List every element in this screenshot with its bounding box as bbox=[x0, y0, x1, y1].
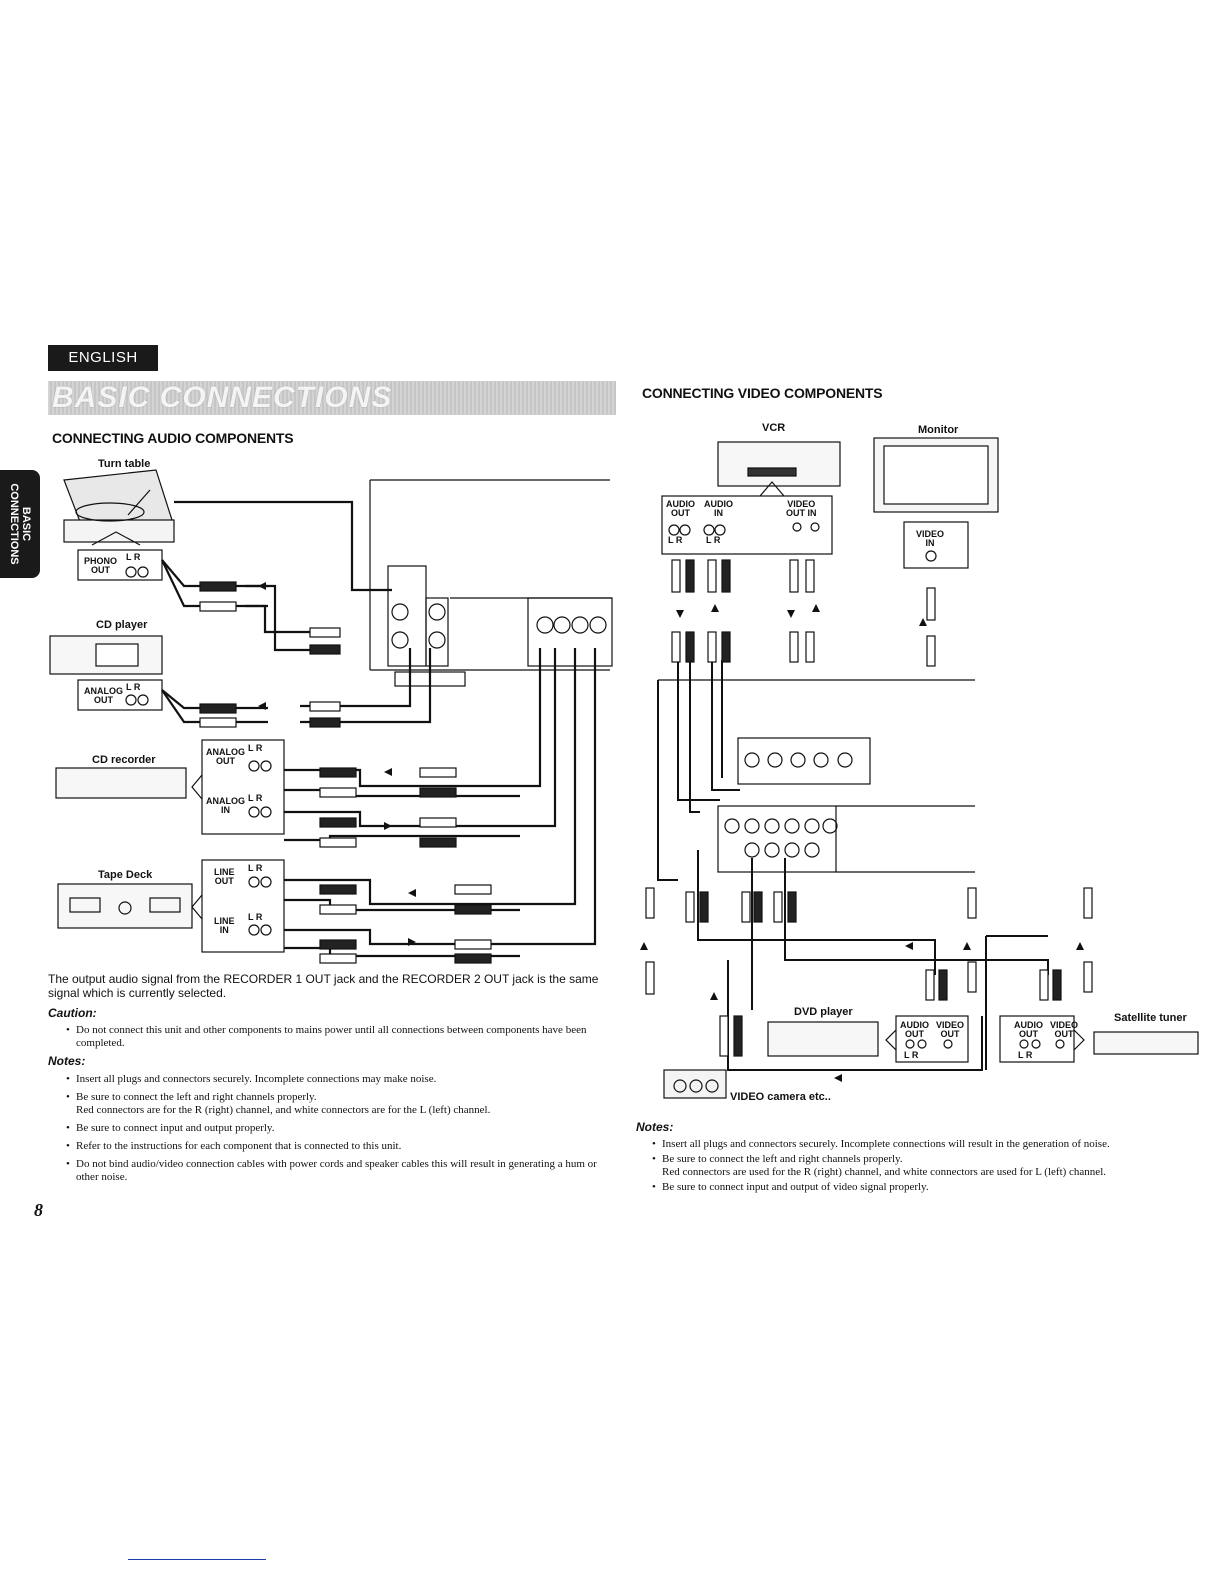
audio-note-item: Refer to the instructions for each compo… bbox=[66, 1140, 616, 1153]
amplifier-rear-panel bbox=[369, 479, 613, 687]
video-notes-list: Insert all plugs and connectors securely… bbox=[636, 1138, 1196, 1196]
video-note-item: Be sure to connect the left and right ch… bbox=[652, 1153, 1196, 1179]
dvd-player-illustration bbox=[767, 1021, 879, 1057]
video-cables bbox=[657, 660, 1049, 1071]
tape-deck-label: Tape Deck bbox=[98, 869, 153, 881]
satellite-tuner-label: Satellite tuner bbox=[1114, 1012, 1187, 1024]
video-notes-heading: Notes: bbox=[636, 1120, 674, 1134]
audio-notes-heading: Notes: bbox=[48, 1054, 86, 1068]
vcr-jack-box bbox=[661, 495, 833, 555]
vcr-audio-out-label: AUDIO OUT bbox=[666, 499, 695, 518]
analog-out-box bbox=[77, 679, 163, 711]
video-note-item: Be sure to connect input and output of v… bbox=[652, 1181, 1196, 1194]
monitor-label: Monitor bbox=[918, 424, 959, 436]
dvd-player-label: DVD player bbox=[794, 1006, 853, 1018]
phono-out-label: PHONO OUT bbox=[84, 556, 118, 575]
cd-recorder-label: CD recorder bbox=[92, 754, 156, 766]
tape-out-lr-label: L R bbox=[248, 863, 263, 873]
page-number: 8 bbox=[34, 1200, 43, 1220]
phono-lr-label: L R bbox=[126, 552, 141, 562]
turntable-illustration bbox=[63, 469, 175, 543]
audio-note-item: Be sure to connect input and output prop… bbox=[66, 1122, 616, 1135]
tape-line-out-label: LINE OUT bbox=[214, 867, 235, 886]
caution-list: Do not connect this unit and other compo… bbox=[48, 1024, 616, 1052]
cd-recorder-illustration bbox=[55, 767, 187, 799]
cd-recorder-jack-box bbox=[201, 739, 285, 835]
audio-heading: CONNECTING AUDIO COMPONENTS bbox=[52, 430, 294, 446]
cd-recorder-out-lr-label: L R bbox=[248, 743, 263, 753]
receiver-video-jacks bbox=[724, 752, 853, 858]
video-camera-jack-box bbox=[663, 1069, 727, 1099]
vcr-audio-out-lr-label: L R bbox=[668, 535, 683, 545]
monitor-video-in-label: VIDEO IN bbox=[916, 529, 945, 548]
device-audio-jacks bbox=[125, 566, 272, 936]
caution-heading: Caution: bbox=[48, 1006, 97, 1020]
vcr-illustration bbox=[717, 441, 841, 487]
turntable-label: Turn table bbox=[98, 458, 151, 470]
footer-rule bbox=[128, 1559, 266, 1560]
video-note-item: Insert all plugs and connectors securely… bbox=[652, 1138, 1196, 1151]
dvd-audio-out-label: AUDIO OUT bbox=[900, 1020, 929, 1039]
dvd-video-out-label: VIDEO OUT bbox=[936, 1020, 965, 1039]
vcr-audio-in-lr-label: L R bbox=[706, 535, 721, 545]
cd-player-label: CD player bbox=[96, 619, 148, 631]
side-tab: BASIC CONNECTIONS bbox=[0, 470, 40, 578]
audio-notes-list: Insert all plugs and connectors securely… bbox=[48, 1073, 616, 1186]
amp-audio-jacks bbox=[391, 603, 607, 649]
audio-note-item: Do not bind audio/video connection cable… bbox=[66, 1158, 616, 1184]
satellite-tuner-illustration bbox=[1093, 1031, 1199, 1055]
video-plugs bbox=[685, 559, 1062, 1057]
audio-plugs bbox=[199, 581, 492, 964]
vcr-jacks bbox=[668, 522, 820, 536]
satellite-video-out-label: VIDEO OUT bbox=[1050, 1020, 1079, 1039]
audio-paragraph: The output audio signal from the RECORDE… bbox=[48, 972, 599, 1000]
cd-player-lr-label: L R bbox=[126, 682, 141, 692]
video-arrows bbox=[640, 604, 1084, 1082]
dvd-jack-box bbox=[895, 1015, 969, 1063]
language-tab: ENGLISH bbox=[48, 345, 158, 371]
audio-arrows bbox=[258, 582, 416, 946]
audio-note-item: Be sure to connect the left and right ch… bbox=[66, 1091, 616, 1117]
page-title: BASIC CONNECTIONS bbox=[52, 381, 393, 414]
video-camera-label: VIDEO camera etc.. bbox=[730, 1091, 831, 1103]
cd-recorder-analog-out-label: ANALOG OUT bbox=[206, 747, 245, 766]
satellite-jack-box bbox=[999, 1015, 1075, 1063]
satellite-lr-label: L R bbox=[1018, 1050, 1033, 1060]
tape-deck-illustration bbox=[57, 883, 193, 929]
monitor-jack-box bbox=[903, 521, 969, 569]
cd-player-analog-out-label: ANALOG OUT bbox=[84, 686, 123, 705]
phono-out-box bbox=[77, 549, 163, 581]
vcr-label: VCR bbox=[762, 422, 786, 434]
tape-deck-jack-box bbox=[201, 859, 285, 953]
tape-in-lr-label: L R bbox=[248, 912, 263, 922]
satellite-audio-out-label: AUDIO OUT bbox=[1014, 1020, 1043, 1039]
dvd-lr-label: L R bbox=[904, 1050, 919, 1060]
tape-line-in-label: LINE IN bbox=[214, 916, 235, 935]
vcr-video-out-in-label: VIDEO OUT IN bbox=[786, 499, 817, 518]
receiver-video-panel bbox=[658, 679, 975, 873]
caution-item: Do not connect this unit and other compo… bbox=[66, 1024, 616, 1050]
audio-note-item: Insert all plugs and connectors securely… bbox=[66, 1073, 616, 1086]
title-band bbox=[48, 381, 616, 415]
cd-recorder-analog-in-label: ANALOG IN bbox=[206, 796, 245, 815]
video-heading: CONNECTING VIDEO COMPONENTS bbox=[642, 385, 883, 401]
vcr-audio-in-label: AUDIO IN bbox=[704, 499, 733, 518]
audio-cables bbox=[161, 500, 597, 958]
cd-recorder-in-lr-label: L R bbox=[248, 793, 263, 803]
